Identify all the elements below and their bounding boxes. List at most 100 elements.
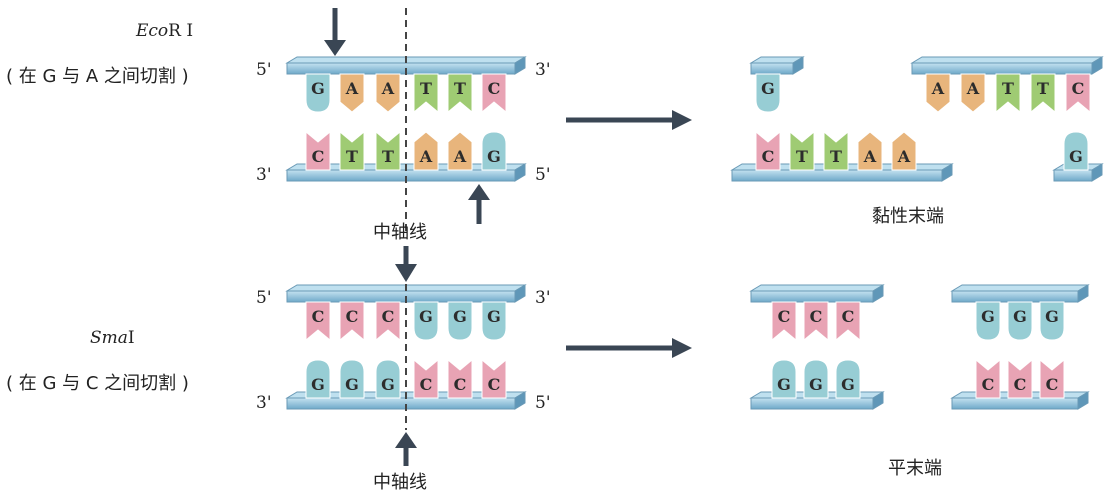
svg-text:G: G xyxy=(487,307,501,326)
sticky-right-bottom-base: G xyxy=(1063,131,1089,171)
svg-text:G: G xyxy=(1069,147,1083,166)
ecori-bottom-left-end: 3' xyxy=(256,165,272,185)
sticky-left-top-base: G xyxy=(755,73,781,113)
sticky-left-bottom-base: A xyxy=(891,131,917,171)
svg-text:C: C xyxy=(810,307,823,326)
svg-text:G: G xyxy=(777,375,791,394)
ecori-top-base: G xyxy=(305,73,331,113)
svg-text:C: C xyxy=(488,375,501,394)
svg-text:C: C xyxy=(762,147,775,166)
blunt-right-top-base: G xyxy=(975,301,1001,341)
smai-top-base: C xyxy=(375,301,401,342)
smai-top-base: C xyxy=(339,301,365,342)
svg-text:T: T xyxy=(420,79,432,98)
svg-text:A: A xyxy=(453,147,467,166)
smai-bottom-base: G xyxy=(305,359,331,399)
svg-text:G: G xyxy=(981,307,995,326)
smai-top-base: G xyxy=(447,301,473,341)
smai-bottom-base: G xyxy=(375,359,401,399)
svg-text:C: C xyxy=(982,375,995,394)
blunt-left-bottom-base: G xyxy=(803,359,829,399)
blunt-left-top-base: C xyxy=(835,301,861,342)
sticky-right-top-base: A xyxy=(925,73,951,113)
ecori-bottom-base: T xyxy=(339,130,365,171)
svg-text:C: C xyxy=(312,147,325,166)
smai-cut-note: ( 在 G 与 C 之间切割 ) xyxy=(6,373,189,394)
ecori-top-right-end: 3' xyxy=(535,60,551,80)
ecori-bottom-base: G xyxy=(481,131,507,171)
sticky-left-bottom-base: T xyxy=(789,130,815,171)
svg-text:G: G xyxy=(1013,307,1027,326)
smai-axis-label: 中轴线 xyxy=(373,472,427,493)
svg-text:G: G xyxy=(311,79,325,98)
svg-text:G: G xyxy=(1045,307,1059,326)
smai-top-cut-arrow xyxy=(395,246,417,282)
smai-bottom-right-end: 5' xyxy=(535,393,551,413)
svg-text:G: G xyxy=(487,147,501,166)
ecori-reaction-arrow xyxy=(566,110,692,130)
blunt-left-top-base: C xyxy=(803,301,829,342)
svg-text:T: T xyxy=(1002,79,1014,98)
smai-top-base: C xyxy=(305,301,331,342)
svg-text:A: A xyxy=(966,79,980,98)
blunt-left-top-base: C xyxy=(771,301,797,342)
svg-text:C: C xyxy=(1072,79,1085,98)
svg-text:C: C xyxy=(454,375,467,394)
blunt-right-bottom-base: C xyxy=(1007,358,1033,399)
sticky-left-bottom-base: A xyxy=(857,131,883,171)
svg-text:A: A xyxy=(381,79,395,98)
smai-bottom-base: C xyxy=(447,358,473,399)
svg-text:G: G xyxy=(453,307,467,326)
smai-reaction-arrow xyxy=(566,338,692,358)
smai-bottom-base: G xyxy=(339,359,365,399)
ecori-top-base: C xyxy=(481,73,507,114)
ecori-axis-label: 中轴线 xyxy=(373,222,427,243)
smai-top-base: G xyxy=(481,301,507,341)
svg-text:A: A xyxy=(897,147,911,166)
blunt-end-label: 平末端 xyxy=(888,458,942,479)
smai-bottom-base: C xyxy=(481,358,507,399)
svg-text:A: A xyxy=(345,79,359,98)
blunt-right-bottom-base: C xyxy=(1039,358,1065,399)
svg-text:T: T xyxy=(346,147,358,166)
blunt-right-top-base: G xyxy=(1039,301,1065,341)
svg-text:G: G xyxy=(841,375,855,394)
svg-text:T: T xyxy=(454,79,466,98)
sticky-right-top-base: C xyxy=(1065,73,1091,114)
svg-text:C: C xyxy=(1014,375,1027,394)
blunt-right-top-base: G xyxy=(1007,301,1033,341)
ecori-name: EcoR I xyxy=(135,21,193,41)
smai-name: SmaI xyxy=(90,328,135,348)
svg-text:G: G xyxy=(345,375,359,394)
blunt-left-top-strand xyxy=(749,284,885,303)
sticky-left-bottom-base: T xyxy=(823,130,849,171)
svg-text:G: G xyxy=(761,79,775,98)
svg-text:C: C xyxy=(312,307,325,326)
svg-text:C: C xyxy=(488,79,501,98)
smai-bottom-left-end: 3' xyxy=(256,393,272,413)
svg-text:C: C xyxy=(842,307,855,326)
ecori-top-base: T xyxy=(413,73,439,114)
sticky-right-top-base: T xyxy=(995,73,1021,114)
sticky-end-label: 黏性末端 xyxy=(872,206,944,227)
sticky-right-top-strand xyxy=(910,56,1104,75)
ecori-bottom-right-end: 5' xyxy=(535,165,551,185)
ecori-bottom-cut-arrow xyxy=(468,184,490,224)
ecori-top-cut-arrow xyxy=(324,8,346,56)
svg-text:G: G xyxy=(809,375,823,394)
ecori-bottom-base: T xyxy=(375,130,401,171)
svg-text:A: A xyxy=(419,147,433,166)
svg-text:C: C xyxy=(346,307,359,326)
blunt-left-bottom-base: G xyxy=(835,359,861,399)
svg-text:C: C xyxy=(1046,375,1059,394)
svg-text:C: C xyxy=(382,307,395,326)
smai-top-base: G xyxy=(413,301,439,341)
blunt-left-bottom-base: G xyxy=(771,359,797,399)
sticky-right-top-base: A xyxy=(960,73,986,113)
